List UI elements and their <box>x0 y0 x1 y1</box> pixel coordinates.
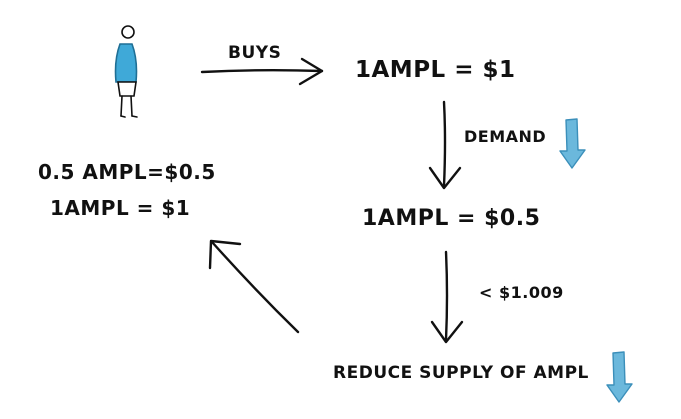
middle-equation: 1AMPL = $0.5 <box>362 206 541 231</box>
buys-arrow <box>200 57 324 86</box>
left-equation-1: 0.5 AMPL=$0.5 <box>38 160 216 184</box>
supply-down-icon <box>606 351 633 403</box>
demand-down-icon <box>559 118 586 169</box>
threshold-arrow <box>430 250 464 344</box>
threshold-label: < $1.009 <box>479 283 564 302</box>
person-figure <box>114 25 138 118</box>
demand-label: DEMAND <box>464 127 547 146</box>
feedback-arrow <box>208 239 300 334</box>
top-equation: 1AMPL = $1 <box>355 57 516 83</box>
left-equation-2: 1AMPL = $1 <box>50 196 191 220</box>
demand-arrow <box>428 100 462 190</box>
buys-label: BUYS <box>228 43 282 63</box>
reduce-supply-label: REDUCE SUPPLY OF AMPL <box>333 363 589 383</box>
